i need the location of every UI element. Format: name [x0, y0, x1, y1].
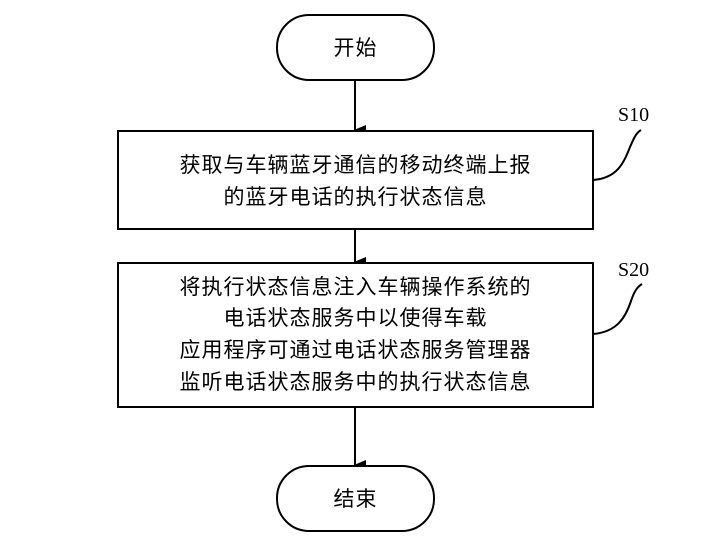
step-s20: 将执行状态信息注入车辆操作系统的 电话状态服务中以使得车载 应用程序可通过电话状…	[117, 262, 594, 408]
step-s20-id-label: S20	[618, 259, 649, 281]
step-s20-line-3: 应用程序可通过电话状态服务管理器	[180, 338, 532, 362]
step-s10: 获取与车辆蓝牙通信的移动终端上报 的蓝牙电话的执行状态信息	[117, 130, 594, 230]
step-s20-callout: S20	[592, 259, 649, 335]
step-s20-line-4: 监听电话状态服务中的执行状态信息	[180, 370, 532, 394]
step-s10-id-label: S10	[618, 104, 649, 126]
step-s20-line-2: 电话状态服务中以使得车载	[224, 306, 488, 330]
step-s20-callout-curve	[592, 283, 643, 335]
step-s20-line-1: 将执行状态信息注入车辆操作系统的	[180, 275, 532, 299]
step-s10-callout: S10	[592, 104, 649, 181]
end-node-label: 结束	[334, 487, 378, 511]
step-s20-box	[117, 262, 594, 408]
step-s10-box	[117, 130, 594, 230]
end-node-shape	[276, 465, 435, 532]
step-s10-line-2: 的蓝牙电话的执行状态信息	[224, 185, 488, 209]
start-node: 开始	[276, 14, 435, 81]
step-s10-callout-curve	[592, 129, 642, 181]
step-s10-line-1: 获取与车辆蓝牙通信的移动终端上报	[180, 153, 532, 177]
start-node-label: 开始	[334, 36, 378, 60]
end-node: 结束	[276, 465, 435, 532]
